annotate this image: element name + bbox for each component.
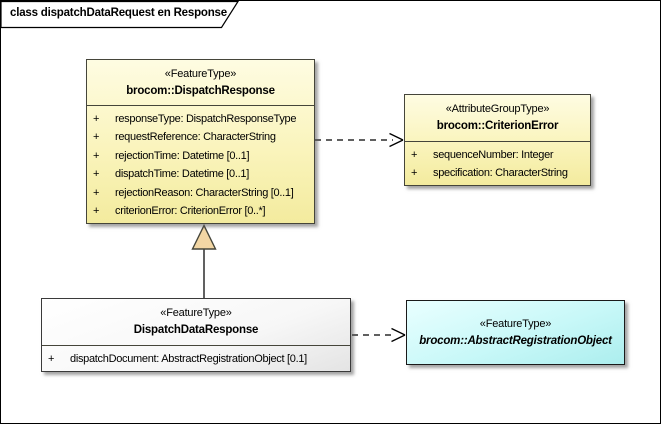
visibility-symbol: + bbox=[411, 149, 418, 161]
class-abstract-registration-object[interactable]: «FeatureType» brocom::AbstractRegistrati… bbox=[406, 300, 625, 365]
attribute-row[interactable]: + requestReference: CharacterString bbox=[93, 128, 310, 146]
visibility-symbol: + bbox=[411, 167, 418, 180]
class-header: «FeatureType» DispatchDataResponse bbox=[42, 299, 350, 346]
class-dispatch-data-response[interactable]: «FeatureType» DispatchDataResponse + dis… bbox=[41, 298, 351, 372]
class-criterion-error[interactable]: «AttributeGroupType» brocom::CriterionEr… bbox=[404, 94, 591, 186]
attribute-row[interactable]: + criterionError: CriterionError [0..*] bbox=[93, 202, 310, 220]
attribute-text: dispatchDocument: AbstractRegistrationOb… bbox=[70, 353, 307, 365]
dependency-arrow-abstract-registration-object[interactable] bbox=[352, 327, 406, 343]
attribute-row[interactable]: + dispatchDocument: AbstractRegistration… bbox=[48, 350, 346, 368]
class-name: brocom::DispatchResponse bbox=[126, 85, 275, 97]
generalization-arrow[interactable] bbox=[191, 223, 217, 299]
attribute-text: specification: CharacterString bbox=[433, 167, 568, 180]
attribute-row[interactable]: + rejectionReason: CharacterString [0..1… bbox=[93, 184, 310, 202]
class-header: «FeatureType» brocom::AbstractRegistrati… bbox=[407, 301, 624, 364]
stereotype-label: «FeatureType» bbox=[160, 307, 232, 319]
class-header: «FeatureType» brocom::DispatchResponse bbox=[87, 60, 314, 106]
attribute-text: requestReference: CharacterString bbox=[115, 131, 276, 144]
attribute-text: dispatchTime: Datetime [0..1] bbox=[115, 168, 249, 181]
dependency-arrow-criterion-error[interactable] bbox=[315, 132, 404, 148]
class-dispatch-response[interactable]: «FeatureType» brocom::DispatchResponse +… bbox=[86, 59, 315, 224]
attribute-text: rejectionReason: CharacterString [0..1] bbox=[115, 186, 294, 199]
attribute-text: rejectionTime: Datetime [0..1] bbox=[115, 149, 250, 162]
visibility-symbol: + bbox=[93, 186, 100, 199]
visibility-symbol: + bbox=[93, 205, 100, 218]
stereotype-label: «FeatureType» bbox=[479, 317, 552, 330]
attribute-row[interactable]: + specification: CharacterString bbox=[411, 164, 586, 182]
class-name: brocom::CriterionError bbox=[436, 120, 559, 132]
visibility-symbol: + bbox=[93, 113, 100, 125]
attribute-text: criterionError: CriterionError [0..*] bbox=[115, 205, 266, 218]
attributes-compartment: + responseType: DispatchResponseType + r… bbox=[87, 106, 314, 220]
class-header: «AttributeGroupType» brocom::CriterionEr… bbox=[405, 95, 590, 142]
diagram-title: class dispatchDataRequest en Response bbox=[10, 7, 227, 19]
attributes-compartment: + dispatchDocument: AbstractRegistration… bbox=[42, 346, 350, 368]
attribute-row[interactable]: + rejectionTime: Datetime [0..1] bbox=[93, 147, 310, 165]
visibility-symbol: + bbox=[48, 353, 55, 365]
attribute-row[interactable]: + responseType: DispatchResponseType bbox=[93, 110, 310, 128]
class-name: DispatchDataResponse bbox=[133, 324, 259, 336]
stereotype-label: «AttributeGroupType» bbox=[445, 103, 550, 115]
attributes-compartment: + sequenceNumber: Integer + specificatio… bbox=[405, 142, 590, 183]
visibility-symbol: + bbox=[93, 131, 100, 144]
visibility-symbol: + bbox=[93, 168, 100, 181]
visibility-symbol: + bbox=[93, 149, 100, 162]
class-name: brocom::AbstractRegistrationObject bbox=[419, 334, 612, 347]
attribute-row[interactable]: + sequenceNumber: Integer bbox=[411, 146, 586, 164]
attribute-text: responseType: DispatchResponseType bbox=[115, 113, 297, 125]
stereotype-label: «FeatureType» bbox=[164, 68, 237, 80]
attribute-text: sequenceNumber: Integer bbox=[433, 149, 554, 161]
attribute-row[interactable]: + dispatchTime: Datetime [0..1] bbox=[93, 165, 310, 183]
